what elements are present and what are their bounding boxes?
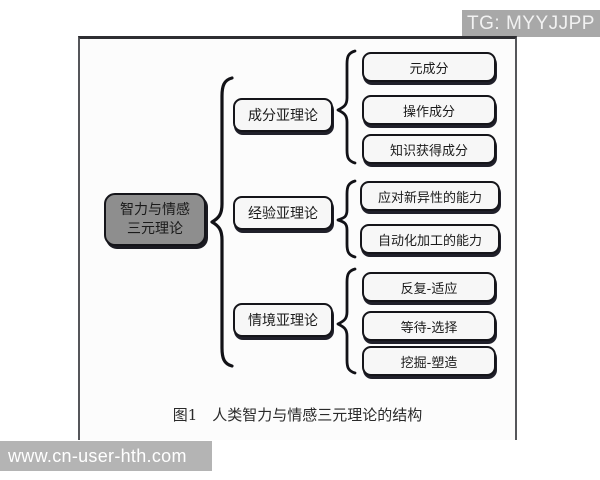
node-branch-1[interactable]: 经验亚理论	[233, 196, 333, 230]
brace-branch-2	[336, 267, 357, 375]
node-leaf-2-2[interactable]: 挖掘-塑造	[362, 346, 496, 376]
node-leaf-0-0[interactable]: 元成分	[362, 52, 496, 82]
node-leaf-1-1[interactable]: 自动化加工的能力	[360, 224, 500, 254]
brace-branch-0	[336, 49, 357, 165]
node-branch-0[interactable]: 成分亚理论	[233, 98, 333, 132]
node-root-line2: 三元理论	[127, 220, 183, 237]
node-leaf-1-0[interactable]: 应对新异性的能力	[360, 181, 500, 211]
tg-watermark: TG: MYYJJPP	[462, 10, 600, 37]
node-leaf-0-2[interactable]: 知识获得成分	[362, 134, 496, 164]
node-root-line1: 智力与情感	[120, 201, 190, 218]
node-leaf-2-1[interactable]: 等待-选择	[362, 311, 496, 341]
node-leaf-0-1[interactable]: 操作成分	[362, 95, 496, 125]
site-watermark: www.cn-user-hth.com	[0, 441, 212, 471]
brace-root	[210, 76, 234, 368]
figure-caption-text: 图1 人类智力与情感三元理论的结构	[172, 406, 423, 424]
brace-branch-1	[336, 179, 357, 259]
figure-caption: 图1 人类智力与情感三元理论的结构	[78, 404, 517, 425]
node-leaf-2-0[interactable]: 反复-适应	[362, 272, 496, 302]
node-root[interactable]: 智力与情感 三元理论	[104, 193, 206, 246]
node-branch-2[interactable]: 情境亚理论	[233, 303, 333, 337]
